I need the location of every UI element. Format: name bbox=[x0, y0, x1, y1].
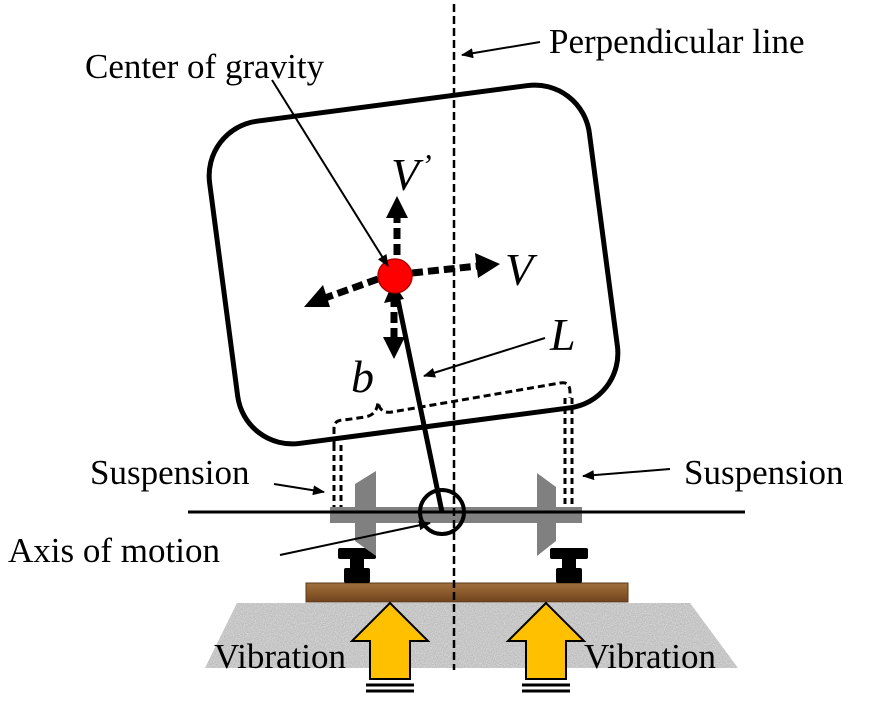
rail-right bbox=[550, 548, 588, 583]
v-prime-label: V bbox=[391, 149, 424, 200]
suspension-right-springs bbox=[563, 398, 574, 507]
l-arm bbox=[395, 299, 445, 513]
arrow-up-icon bbox=[386, 196, 408, 218]
b-label: b bbox=[351, 351, 374, 402]
arrow-right-icon bbox=[475, 253, 500, 278]
ballast bbox=[205, 603, 738, 668]
vibration-left-label: Vibration bbox=[214, 637, 346, 676]
vibration-right-label: Vibration bbox=[584, 637, 716, 676]
suspension-left-springs bbox=[332, 445, 343, 507]
wheel-right bbox=[537, 473, 556, 556]
arrow-down-icon bbox=[383, 337, 405, 359]
motion-arrows bbox=[304, 196, 500, 359]
perpendicular-leader bbox=[461, 41, 541, 59]
center-of-gravity-dot bbox=[377, 258, 413, 294]
l-leader bbox=[423, 337, 546, 378]
suspension-left-leader bbox=[273, 483, 325, 496]
vibration-arrow-left bbox=[349, 601, 431, 693]
suspension-right-label: Suspension bbox=[684, 453, 843, 492]
railway-tie bbox=[305, 582, 629, 603]
cog-leader bbox=[271, 79, 389, 267]
perpendicular-line-label: Perpendicular line bbox=[549, 22, 805, 61]
suspension-left-label: Suspension bbox=[90, 453, 249, 492]
v-prime-mark: ’ bbox=[421, 147, 432, 183]
axis-of-motion-circle bbox=[418, 488, 466, 536]
rail-left bbox=[338, 548, 376, 583]
axis-of-motion-label: Axis of motion bbox=[8, 531, 220, 570]
vehicle-body bbox=[206, 82, 621, 447]
axis-leader bbox=[279, 520, 431, 556]
suspension-right-leader bbox=[582, 468, 671, 481]
l-label: L bbox=[549, 309, 576, 360]
v-label: V bbox=[505, 244, 538, 295]
b-brace bbox=[332, 381, 572, 445]
center-of-gravity-label: Center of gravity bbox=[85, 47, 325, 86]
vibration-arrow-right bbox=[505, 601, 587, 693]
arrow-left-icon bbox=[304, 285, 330, 307]
